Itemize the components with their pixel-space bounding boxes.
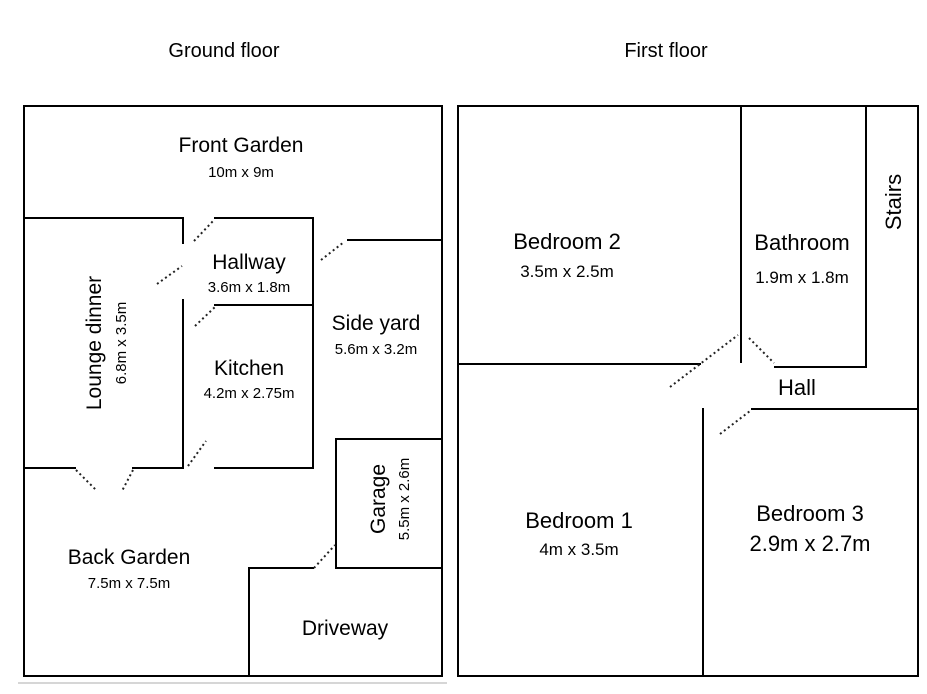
bathroom-label: Bathroom <box>754 230 849 255</box>
hallway-label: Hallway <box>212 251 286 274</box>
bedroom2-label: Bedroom 2 <box>513 229 621 254</box>
ground-floor-title: Ground floor <box>168 40 280 62</box>
garage-walls <box>335 438 443 569</box>
bedroom3-dims: 2.9m x 2.7m <box>749 531 870 556</box>
bedroom2-dims: 3.5m x 2.5m <box>520 262 614 281</box>
side-yard-dims: 5.6m x 3.2m <box>335 341 418 358</box>
door-hallway-lounge <box>156 265 183 285</box>
garage-label: Garage <box>367 464 390 534</box>
kitchen-dims: 4.2m x 2.75m <box>204 385 295 402</box>
door-bedroom2 <box>669 334 739 388</box>
ground-floor-plan: Ground floor Front Garden 10 <box>18 40 447 684</box>
bedroom1-label: Bedroom 1 <box>525 508 633 533</box>
bathroom-dims: 1.9m x 1.8m <box>755 268 849 287</box>
side-yard-label: Side yard <box>332 312 421 335</box>
door-bathroom <box>748 337 775 364</box>
bedroom1-dims: 4m x 3.5m <box>539 540 618 559</box>
back-garden-label: Back Garden <box>68 546 191 569</box>
door-kitchen-back <box>187 440 207 467</box>
door-garage-driveway <box>313 544 336 569</box>
door-lounge-back-right <box>121 469 134 492</box>
back-garden-dims: 7.5m x 7.5m <box>88 575 171 592</box>
stairs-label: Stairs <box>881 174 906 230</box>
ground-floor-outline <box>23 105 443 677</box>
first-floor-title: First floor <box>624 40 708 62</box>
lounge-dinner-label: Lounge dinner <box>83 276 106 410</box>
lounge-dinner-dims: 6.8m x 3.5m <box>113 302 130 385</box>
driveway-fence <box>248 567 314 677</box>
hallway-dims: 3.6m x 1.8m <box>208 279 291 296</box>
first-floor-outline <box>457 105 919 677</box>
garage-dims: 5.5m x 2.6m <box>396 458 413 541</box>
first-floor-plan: First floor Bedroom 2 3.5m x 2.5m Bathro… <box>457 40 919 677</box>
door-front-hallway <box>193 219 215 242</box>
driveway-label: Driveway <box>302 617 389 640</box>
door-lounge-back-left <box>75 469 98 492</box>
kitchen-label: Kitchen <box>214 357 284 380</box>
front-garden-label: Front Garden <box>179 134 304 157</box>
door-hallway-sideyard <box>320 241 345 261</box>
door-hallway-kitchen <box>194 306 216 327</box>
front-garden-dims: 10m x 9m <box>208 164 274 181</box>
hall-label: Hall <box>778 375 816 400</box>
door-bedroom3 <box>719 410 751 435</box>
bedroom3-label: Bedroom 3 <box>756 501 864 526</box>
